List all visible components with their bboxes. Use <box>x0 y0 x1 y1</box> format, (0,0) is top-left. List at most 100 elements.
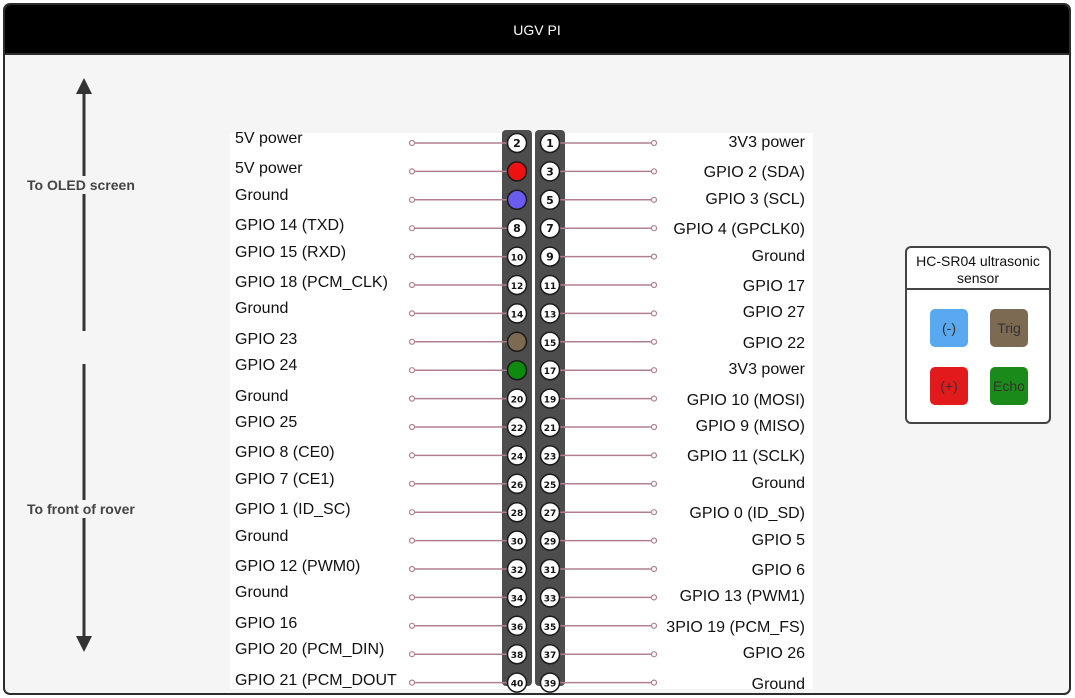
left-wire-end <box>408 423 416 431</box>
pin-10-circle <box>506 246 528 267</box>
pin-29-number: 29 <box>544 538 557 548</box>
right-wire-end <box>650 565 658 573</box>
right-pin-label: GPIO 10 (MOSI) <box>686 391 805 409</box>
oled-direction-label: To OLED screen <box>27 176 135 194</box>
pin-30-number: 30 <box>511 538 524 548</box>
left-pin-label: Ground <box>235 300 289 318</box>
pin-3-circle <box>539 161 561 182</box>
pin-13-number: 13 <box>544 310 557 320</box>
sensor-pin-echo: Echo <box>990 367 1028 405</box>
pin-38-number: 38 <box>511 651 524 661</box>
pin-15-number: 15 <box>544 339 557 349</box>
pin-5-circle <box>539 189 561 211</box>
pin-34-number: 34 <box>511 594 524 604</box>
right-pin-label: GPIO 2 (SDA) <box>703 164 805 182</box>
pin-12-circle <box>506 274 528 296</box>
left-wire-end <box>408 679 416 686</box>
left-pin-label: GPIO 8 (CE0) <box>235 444 335 462</box>
pin-27-circle <box>539 501 561 523</box>
pin-6-circle <box>506 189 528 211</box>
left-pin-label: GPIO 1 (ID_SC) <box>235 501 351 519</box>
pin-26-number: 26 <box>511 481 524 491</box>
left-wire-end <box>408 253 416 260</box>
pin-2-number: 2 <box>513 137 521 150</box>
left-pin-label: 5V power <box>235 160 303 178</box>
pin-16-circle <box>506 331 528 353</box>
pin-22-circle <box>506 416 528 438</box>
pin-29-circle <box>539 530 561 551</box>
pin-1-number: 1 <box>546 137 554 150</box>
right-wire-end <box>650 168 658 175</box>
down-arrowhead-icon <box>76 636 92 652</box>
pin-9-circle <box>539 246 561 267</box>
left-wire-end <box>408 338 416 345</box>
right-pin-label: GPIO 13 (PWM1) <box>679 588 805 606</box>
pin-37-number: 37 <box>544 651 557 661</box>
pin-39-circle <box>539 672 561 693</box>
pin-11-circle <box>539 274 561 296</box>
left-wire-end <box>408 565 416 573</box>
left-pin-label: GPIO 16 <box>235 614 298 632</box>
left-wire-end <box>408 139 416 147</box>
left-wire-end <box>408 622 416 629</box>
pin-14-number: 14 <box>511 310 524 320</box>
right-pin-label: Ground <box>751 474 805 492</box>
pin-3-number: 3 <box>546 165 554 178</box>
pin-23-number: 23 <box>544 452 557 462</box>
pin-7-number: 7 <box>546 222 554 235</box>
right-pin-label: 3V3 power <box>728 134 806 151</box>
right-wire-end <box>650 622 658 629</box>
pin-7-circle <box>539 217 561 239</box>
pin-37-circle <box>539 643 561 665</box>
left-wire-end <box>408 281 416 289</box>
left-pin-label: GPIO 24 <box>235 357 298 375</box>
right-wire-end <box>650 139 658 147</box>
pin-30-circle <box>506 530 528 551</box>
pin-2-circle <box>506 132 528 154</box>
pin-18-circle <box>506 359 528 381</box>
left-wire-end <box>408 651 416 658</box>
right-pin-label: GPIO 6 <box>751 562 805 579</box>
sensor-pin-minus: (-) <box>930 309 968 347</box>
pin-35-circle <box>539 615 561 637</box>
left-pin-label: Ground <box>235 387 289 405</box>
pin-19-number: 19 <box>544 396 557 406</box>
right-wire-end <box>650 310 658 317</box>
pin-21-number: 21 <box>544 424 557 434</box>
right-wire-end <box>650 452 658 459</box>
right-wire-end <box>650 651 658 658</box>
right-wire-end <box>650 253 658 260</box>
pin-9-number: 9 <box>546 251 554 264</box>
right-pin-label: 3V3 power <box>728 361 806 379</box>
pin-27-number: 27 <box>544 509 557 519</box>
pin-36-circle <box>506 615 528 637</box>
pin-4-circle <box>506 161 528 182</box>
pin-40-circle <box>506 672 528 693</box>
pin-21-circle <box>539 416 561 438</box>
pin-26-circle <box>506 473 528 495</box>
right-pin-label: GPIO 17 <box>742 278 805 295</box>
right-wire-end <box>650 509 658 516</box>
left-wire-end <box>408 509 416 516</box>
pin-25-circle <box>539 473 561 495</box>
pin-8-circle <box>506 217 528 239</box>
right-wire-end <box>650 225 658 232</box>
left-pin-label: GPIO 18 (PCM_CLK) <box>235 274 388 291</box>
diagram-title: UGV PI <box>513 22 561 38</box>
left-pin-label: 5V power <box>235 130 303 147</box>
left-wire-end <box>408 225 416 232</box>
right-pin-label: GPIO 3 (SCL) <box>705 190 805 208</box>
right-wire-end <box>650 281 658 289</box>
right-wire-end <box>650 594 658 601</box>
pin-12-number: 12 <box>511 282 524 292</box>
right-pin-label: GPIO 27 <box>742 304 805 322</box>
left-wire-end <box>408 367 416 374</box>
left-pin-label: GPIO 7 (CE1) <box>235 470 335 488</box>
right-pin-label: GPIO 26 <box>742 645 805 663</box>
pin-24-number: 24 <box>511 452 524 462</box>
right-pin-label: GPIO 0 (ID_SD) <box>689 505 805 523</box>
pin-13-circle <box>539 303 561 324</box>
right-pin-label: GPIO 22 <box>742 334 805 352</box>
pin-25-number: 25 <box>544 481 557 491</box>
